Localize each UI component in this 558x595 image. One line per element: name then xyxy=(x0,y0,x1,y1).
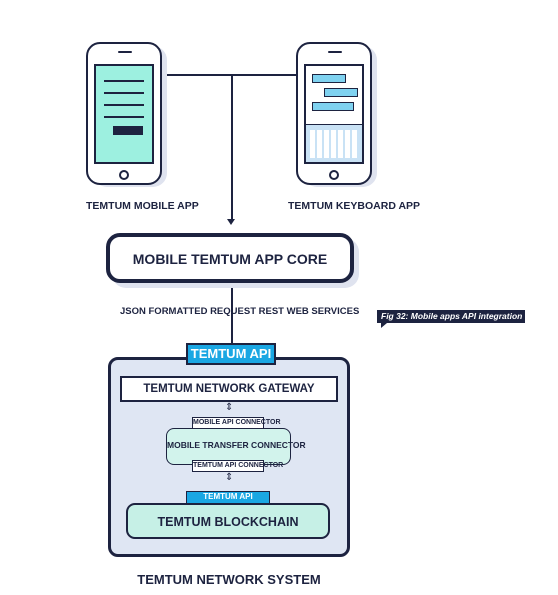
app-core-box: MOBILE TEMTUM APP CORE xyxy=(106,233,354,283)
temtum-api-connector-box: TEMTUM API CONNECTOR xyxy=(192,460,283,472)
chat-bubble xyxy=(312,74,346,83)
gateway-label: TEMTUM NETWORK GATEWAY xyxy=(143,383,315,395)
keyboard-phone xyxy=(296,42,372,185)
phone-speaker xyxy=(118,51,132,53)
center-down-line xyxy=(231,74,233,220)
screen-button xyxy=(113,126,143,135)
home-button xyxy=(119,170,129,180)
temtum-api-tag: TEMTUM API xyxy=(186,343,276,365)
chat-bubble xyxy=(324,88,358,97)
screen-text-line xyxy=(104,80,144,82)
double-arrow-icon: ⇕ xyxy=(225,472,234,483)
screen-text-line xyxy=(104,104,144,106)
temtum-api-label: TEMTUM API xyxy=(190,346,272,361)
screen-text-line xyxy=(104,116,144,118)
core-to-api-line xyxy=(231,284,233,344)
keyboard-area xyxy=(306,124,362,162)
network-system-label: TEMTUM NETWORK SYSTEM xyxy=(137,572,321,587)
blockchain-label: TEMTUM BLOCKCHAIN xyxy=(157,515,299,529)
mobile-app-screen xyxy=(94,64,154,164)
figure-caption: Fig 32: Mobile apps API integration xyxy=(377,310,525,323)
caption-notch xyxy=(381,323,387,328)
home-button xyxy=(329,170,339,180)
mobile-phone xyxy=(86,42,162,185)
mobile-transfer-connector-label: MOBILE TRANSFER CONNECTOR xyxy=(167,440,306,450)
keyboard-app-screen xyxy=(304,64,364,164)
rest-services-label: JSON FORMATTED REQUEST REST WEB SERVICES xyxy=(120,306,360,317)
arrow-down-icon xyxy=(227,219,235,225)
double-arrow-icon: ⇕ xyxy=(225,402,234,413)
keyboard-keys xyxy=(310,130,358,158)
chat-bubble xyxy=(312,102,354,111)
app-core-label: MOBILE TEMTUM APP CORE xyxy=(132,251,328,267)
phone-speaker xyxy=(328,51,342,53)
top-connector-line xyxy=(160,74,326,76)
blockchain-box: TEMTUM BLOCKCHAIN xyxy=(126,503,330,539)
mobile-app-label: TEMTUM MOBILE APP xyxy=(86,200,199,212)
screen-text-line xyxy=(104,92,144,94)
network-gateway-box: TEMTUM NETWORK GATEWAY xyxy=(120,376,338,402)
keyboard-app-label: TEMTUM KEYBOARD APP xyxy=(288,200,421,212)
